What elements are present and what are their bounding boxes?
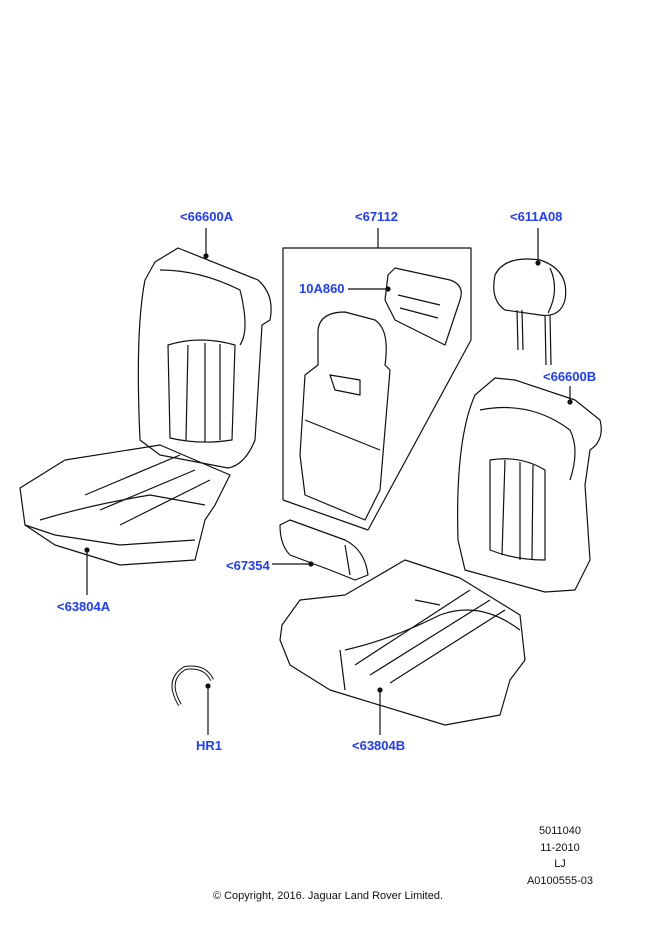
seat-back-kit-drawing: [299, 267, 462, 521]
armrest-trim-drawing: [279, 519, 369, 581]
copyright-notice: © Copyright, 2016. Jaguar Land Rover Lim…: [212, 890, 444, 902]
seat-back-right-drawing: [457, 377, 602, 593]
illustration-id: A0100555-03: [526, 875, 594, 887]
illustration-date: 11-2010: [540, 842, 580, 854]
callout-66600B[interactable]: <66600B: [543, 369, 597, 384]
callout-611A08[interactable]: <611A08: [510, 209, 563, 224]
callout-HR1[interactable]: HR1: [196, 738, 223, 753]
cushion-left-drawing: [19, 444, 231, 566]
seat-back-left-drawing: [137, 247, 272, 469]
callout-10A860[interactable]: 10A860: [299, 281, 345, 296]
callout-67354[interactable]: <67354: [226, 558, 270, 573]
cushion-right-drawing: [279, 559, 526, 726]
callout-67112[interactable]: <67112: [355, 209, 399, 224]
hog-ring-drawing: [171, 665, 214, 707]
model-code: LJ: [554, 858, 566, 870]
callout-66600A[interactable]: <66600A: [180, 209, 234, 224]
callout-63804B[interactable]: <63804B: [352, 738, 406, 753]
headrest-drawing: [493, 258, 567, 366]
callout-63804A[interactable]: <63804A: [57, 599, 111, 614]
reference-number: 5011040: [538, 825, 581, 837]
leader-lines: [84, 228, 573, 735]
